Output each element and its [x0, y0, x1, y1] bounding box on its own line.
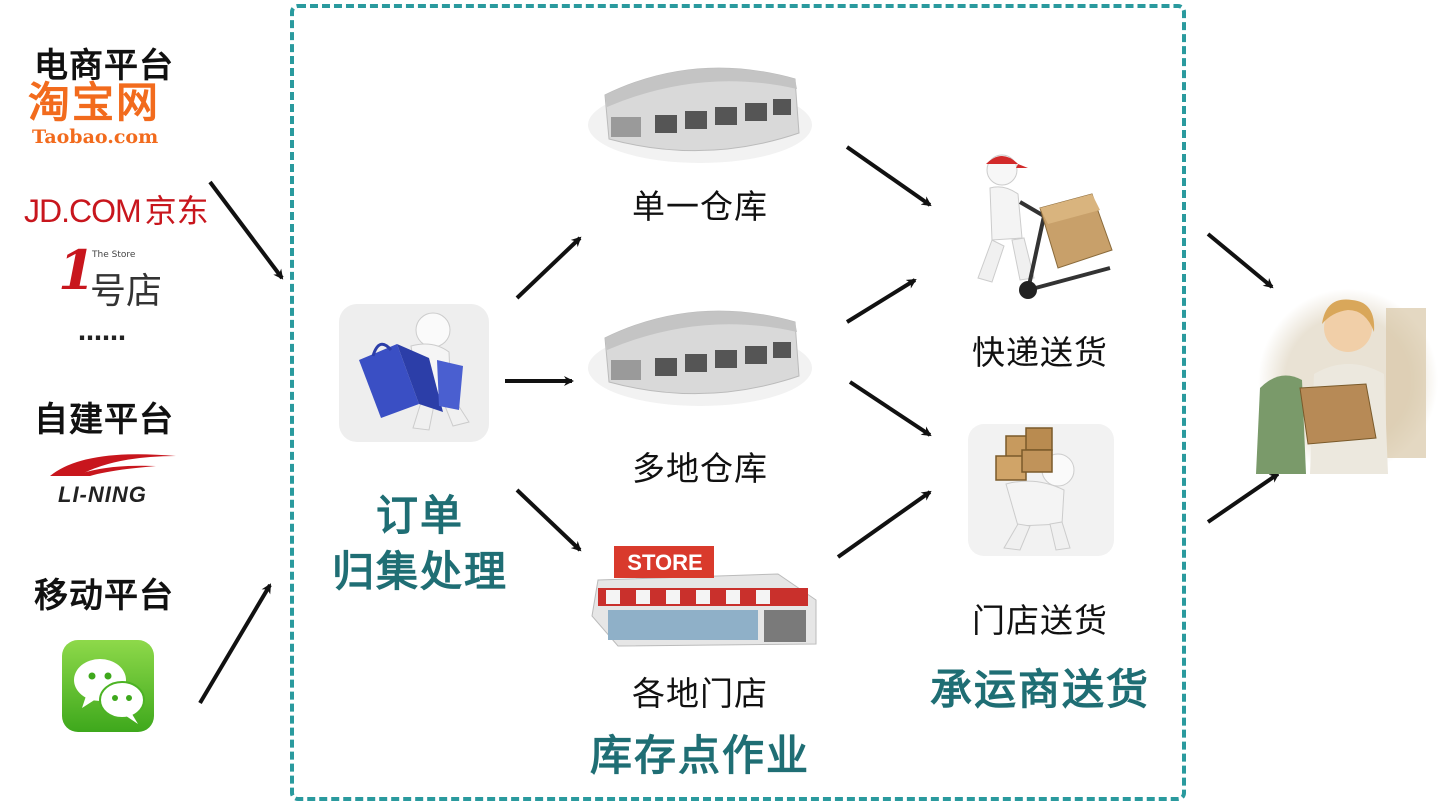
carrier-stage-title: 承运商送货	[929, 665, 1150, 714]
store-sign-text: STORE	[627, 550, 703, 575]
express-delivery-label: 快递送货	[972, 333, 1108, 372]
arrow-single-to-express	[845, 145, 932, 207]
jd-logo-cn: 京东	[144, 192, 209, 230]
arrow-mobile-to-order	[198, 583, 272, 705]
taobao-logo-text: 淘宝网	[28, 78, 161, 127]
inventory-stage-title: 库存点作业	[589, 731, 810, 780]
store-label: 各地门店	[632, 674, 768, 713]
order-stage-title: 订单 归集处理	[300, 488, 540, 600]
arrow-order-to-store	[515, 488, 582, 552]
order-title-line1: 订单	[375, 491, 464, 540]
arrow-order-to-single	[515, 236, 582, 300]
arrow-store-to-storedelivery	[836, 490, 932, 559]
yhd-logo-num: 1	[58, 238, 96, 302]
multi-warehouse-label: 多地仓库	[632, 449, 768, 488]
arrow-multi-to-storedelivery	[848, 380, 932, 437]
single-warehouse-image	[585, 55, 815, 165]
mobile-platform-title: 移动平台	[34, 576, 174, 616]
platform-ellipsis: ……	[78, 318, 126, 346]
process-boundary	[290, 4, 1186, 801]
lining-swoosh-icon	[50, 454, 176, 476]
shopping-person-icon	[337, 300, 492, 445]
ecommerce-platform-title: 电商平台	[34, 46, 174, 86]
multi-warehouse-image	[585, 298, 815, 408]
yhd-logo-small: The Store	[92, 250, 136, 260]
lining-logo-text: LI-NING	[58, 482, 147, 507]
store-delivery-label: 门店送货	[972, 601, 1108, 640]
customer-receiving-package-image	[1256, 288, 1440, 474]
order-title-line2: 归集处理	[331, 547, 508, 596]
taobao-logo-url: Taobao.com	[32, 126, 159, 148]
taobao-logo: 淘宝网 Taobao.com	[28, 80, 198, 150]
yhd-logo-cn: 号店	[90, 271, 163, 312]
arrow-storedelivery-to-customer	[1206, 472, 1280, 524]
wechat-icon	[60, 638, 156, 734]
porter-with-boxes-icon	[966, 420, 1116, 560]
arrow-express-to-customer	[1206, 232, 1274, 289]
jd-logo-en: JD.COM	[24, 193, 142, 229]
lining-logo: LI-NING	[44, 446, 184, 510]
arrow-ecommerce-to-order	[208, 180, 284, 280]
single-warehouse-label: 单一仓库	[632, 187, 768, 226]
yhd-logo: 1 The Store 号店	[58, 238, 178, 314]
self-built-platform-title: 自建平台	[34, 400, 174, 440]
store-image: STORE	[578, 540, 828, 650]
arrow-multi-to-express	[845, 278, 917, 324]
express-courier-icon	[962, 150, 1120, 300]
